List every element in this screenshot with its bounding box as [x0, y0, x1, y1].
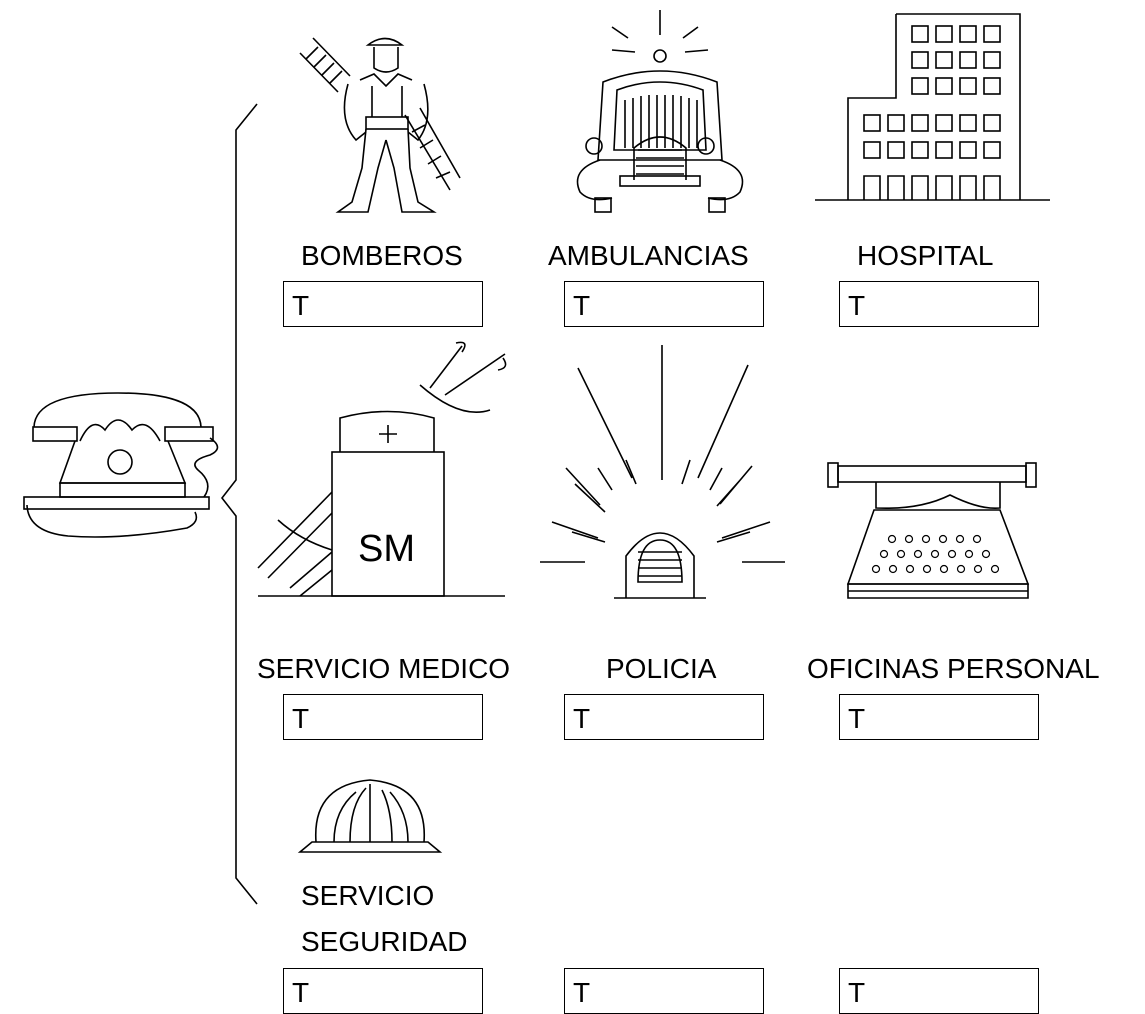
police-siren-icon	[540, 345, 785, 599]
policia-field[interactable]: T	[564, 694, 764, 740]
bomberos-field[interactable]: T	[283, 281, 483, 327]
servicio-seguridad-label-line1: SERVICIO	[301, 880, 435, 911]
typewriter-icon	[827, 462, 1037, 599]
typewriter-keys	[871, 534, 1000, 574]
hospital-field[interactable]: T	[839, 281, 1039, 327]
telephone-icon	[23, 392, 219, 538]
ambulancias-field[interactable]: T	[564, 281, 764, 327]
oficinas-personal-label: OFICINAS PERSONAL	[807, 653, 1100, 684]
ambulancias-label: AMBULANCIAS	[548, 240, 749, 271]
servicio-seguridad-label-line2: SEGURIDAD	[301, 926, 468, 957]
oficinas-personal-field[interactable]: T	[839, 694, 1039, 740]
bracket	[220, 103, 258, 905]
hospital-label: HOSPITAL	[857, 240, 994, 271]
bomberos-label: BOMBEROS	[301, 240, 463, 271]
servicio-medico-field[interactable]: T	[283, 694, 483, 740]
servicio-seguridad-field[interactable]: T	[283, 968, 483, 1014]
medical-kit-icon: SM	[257, 341, 507, 597]
ambulance-icon	[576, 10, 744, 213]
extra-field-2[interactable]: T	[839, 968, 1039, 1014]
policia-label: POLICIA	[606, 653, 717, 684]
servicio-medico-label: SERVICIO MEDICO	[257, 653, 511, 684]
hospital-windows	[863, 25, 1001, 200]
firefighter-icon	[299, 37, 461, 213]
hospital-icon	[815, 13, 1050, 201]
safety-helmet-icon	[297, 779, 443, 853]
extra-field-1[interactable]: T	[564, 968, 764, 1014]
medical-kit-label: SM	[358, 528, 415, 570]
